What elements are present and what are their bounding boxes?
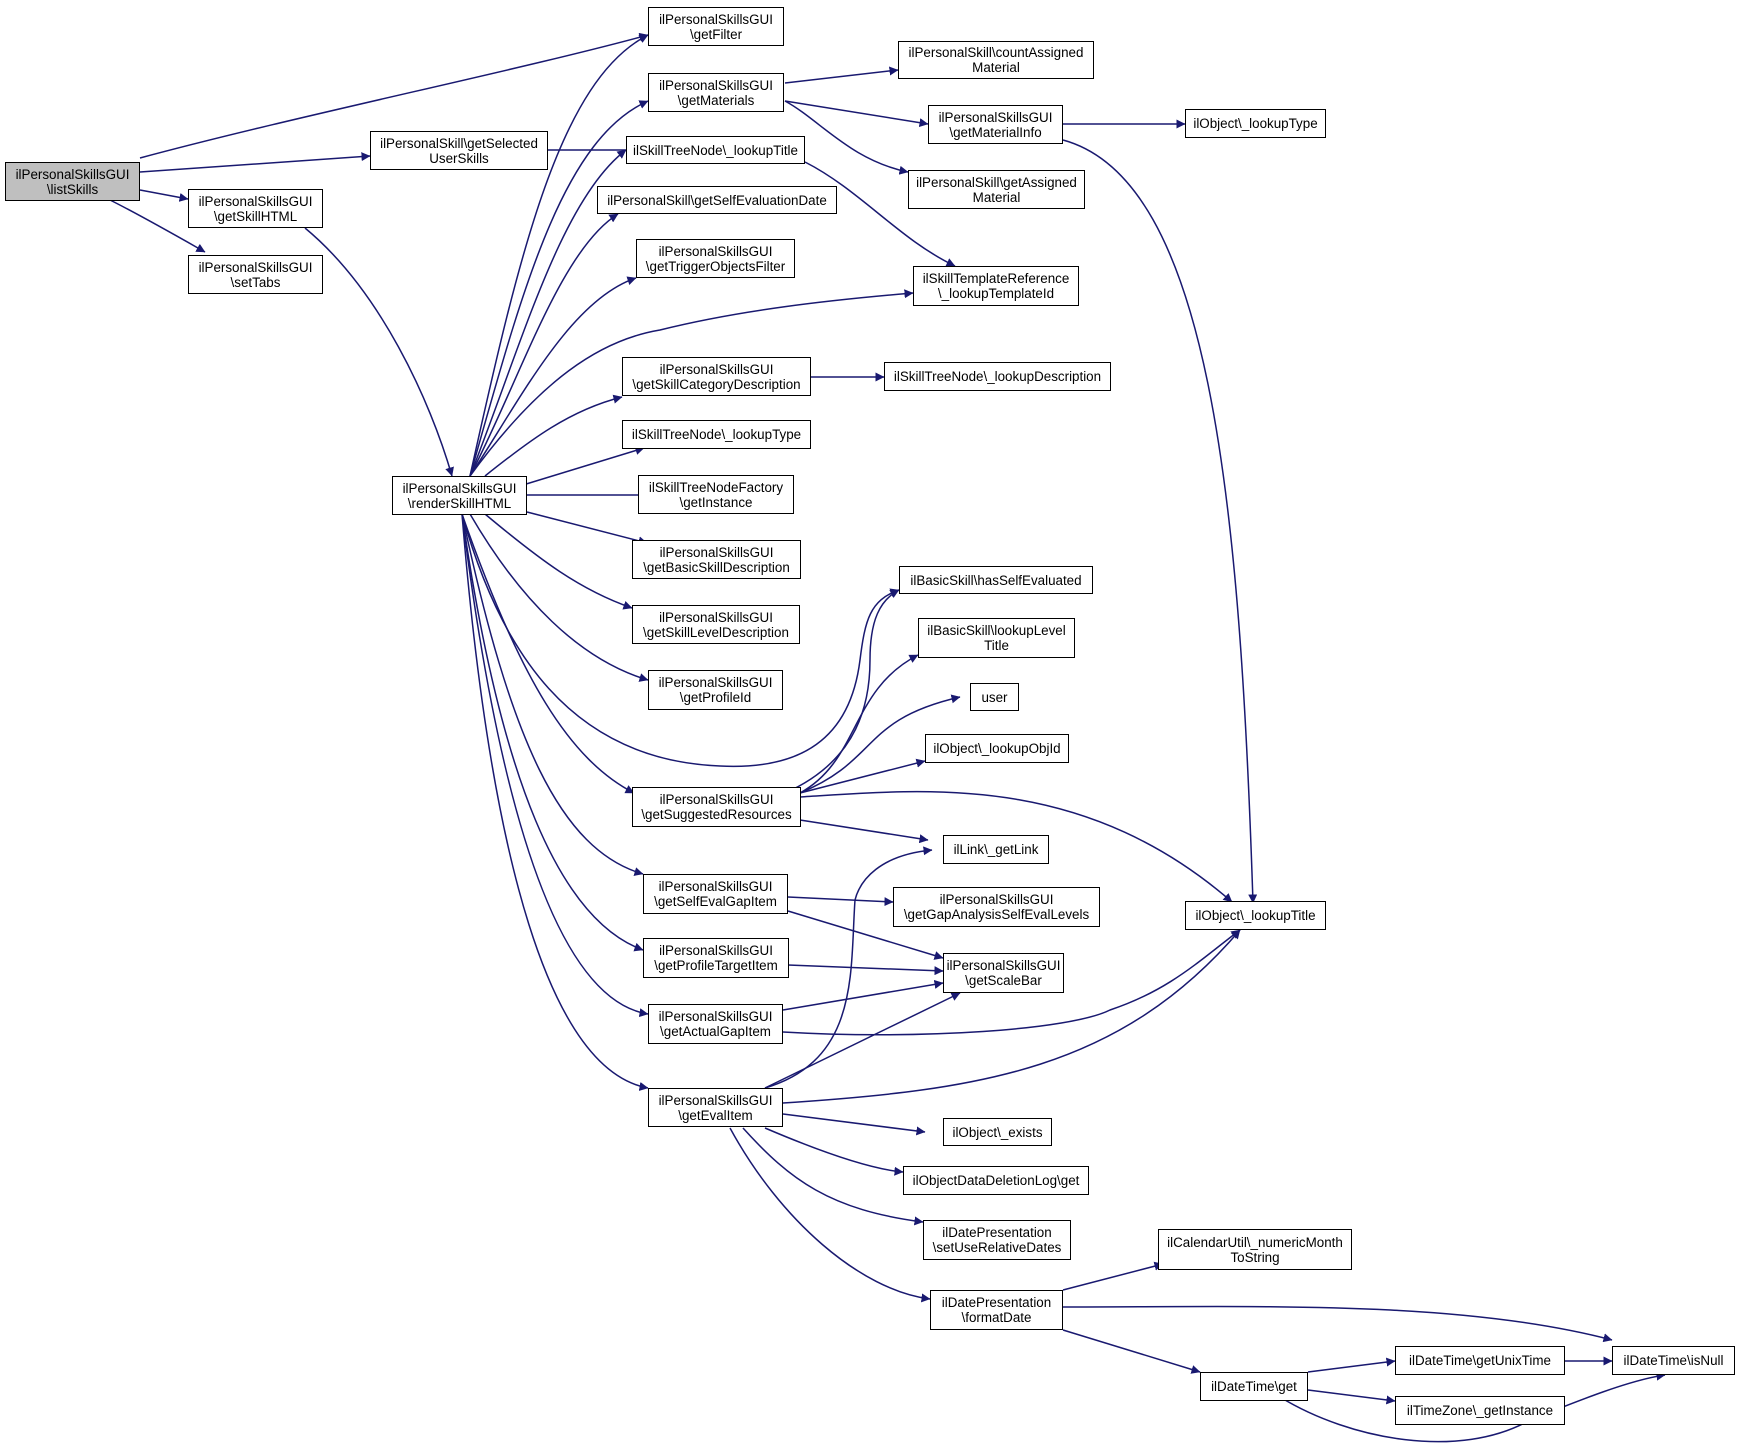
edge-selfGap-scaleBar: [787, 910, 944, 960]
node-numericMonth[interactable]: ilCalendarUtil\_numericMonth ToString: [1158, 1229, 1352, 1270]
node-dateTimeGet[interactable]: ilDateTime\get: [1200, 1372, 1308, 1401]
edge-render-getSelfEvaluationDate: [469, 213, 619, 477]
edge-formatDate-numericMonth: [1062, 1261, 1164, 1291]
node-getEvalItem[interactable]: ilPersonalSkillsGUI \getEvalItem: [648, 1088, 783, 1127]
node-lookupObjId[interactable]: ilObject\_lookupObjId: [925, 734, 1069, 763]
edge-evalItem-exists: [782, 1113, 926, 1136]
node-lookupLevelTitle[interactable]: ilBasicSkill\lookupLevel Title: [918, 618, 1075, 658]
edge-sugg-lookupObjId: [799, 758, 926, 794]
edge-sugg-lookupLevelTitle: [799, 654, 919, 794]
edge-render-getSkillLevelDescription: [484, 513, 633, 610]
node-tzGetInstance[interactable]: ilTimeZone\_getInstance: [1395, 1396, 1565, 1425]
edge-formatDate-dateTimeGet: [1062, 1329, 1201, 1374]
node-getSkillLevelDescription[interactable]: ilPersonalSkillsGUI \getSkillLevelDescri…: [632, 605, 800, 644]
node-getSelfEvaluationDate[interactable]: ilPersonalSkill\getSelfEvaluationDate: [597, 186, 837, 214]
node-user[interactable]: user: [970, 683, 1019, 711]
edge-getMaterialInfo-lookupTitleObj: [1062, 139, 1258, 904]
node-getMaterials[interactable]: ilPersonalSkillsGUI \getMaterials: [648, 73, 784, 112]
node-formatDate[interactable]: ilDatePresentation \formatDate: [930, 1290, 1063, 1330]
node-getBasicSkillDescription[interactable]: ilPersonalSkillsGUI \getBasicSkillDescri…: [632, 540, 801, 579]
edge-render-getProfileId: [469, 513, 649, 682]
node-lookupTemplateId[interactable]: ilSkillTemplateReference \_lookupTemplat…: [913, 266, 1079, 306]
node-getGapAnalysisSelfEvalLevels[interactable]: ilPersonalSkillsGUI \getGapAnalysisSelfE…: [893, 887, 1100, 927]
node-lookupTypeObj[interactable]: ilObject\_lookupType: [1185, 109, 1326, 138]
edge-evalItem-lookupTitleObj: [782, 929, 1241, 1104]
node-countAssignedMaterial[interactable]: ilPersonalSkill\countAssigned Material: [898, 41, 1094, 79]
edge-render-lookupTemplateId: [469, 289, 914, 477]
edge-dateTimeGet-tzGetInstance: [1307, 1389, 1396, 1405]
node-getAssignedMaterial[interactable]: ilPersonalSkill\getAssigned Material: [908, 170, 1085, 209]
edge-render-getSuggestedResources: [461, 513, 635, 794]
edge-formatDate-isNull: [1062, 1305, 1613, 1343]
edge-dateTimeGet-isNull: [1279, 1371, 1666, 1443]
edge-dateTimeGet-getUnixTime: [1307, 1357, 1396, 1373]
edge-listSkills-getSelectedUserSkills: [139, 152, 371, 173]
edge-render-getSkillCategoryDescription: [484, 394, 623, 477]
edge-getMaterials-getMaterialInfo: [784, 100, 929, 128]
edge-sugg-user: [799, 694, 961, 794]
edge-evalItem-setUseRelativeDates: [742, 1127, 924, 1226]
node-deletionLogGet[interactable]: ilObjectDataDeletionLog\get: [903, 1166, 1089, 1195]
node-listSkills[interactable]: ilPersonalSkillsGUI \listSkills: [5, 162, 140, 201]
edge-getSkillHTML-renderSkillHTML: [304, 227, 454, 477]
edge-render-getActualGapItem: [461, 513, 649, 1018]
node-renderSkillHTML[interactable]: ilPersonalSkillsGUI \renderSkillHTML: [392, 476, 527, 515]
edge-evalItem-formatDate: [729, 1127, 931, 1303]
node-lookupTitleObj[interactable]: ilObject\_lookupTitle: [1185, 901, 1326, 930]
node-hasSelfEvaluated[interactable]: ilBasicSkill\hasSelfEvaluated: [899, 566, 1093, 594]
edge-actualGap-scaleBar: [782, 979, 944, 1011]
edge-render-getMaterials: [469, 100, 649, 477]
node-getFilter[interactable]: ilPersonalSkillsGUI \getFilter: [648, 7, 784, 46]
node-getSkillHTML[interactable]: ilPersonalSkillsGUI \getSkillHTML: [188, 189, 323, 228]
edge-render-getSelfEvalGapItem: [461, 513, 644, 876]
edge-render-hasSelfEvaluated: [461, 513, 900, 768]
edge-listSkills-getFilter: [139, 32, 649, 159]
edge-listSkills-getSkillHTML: [139, 189, 189, 202]
edge-getMaterials-getAssignedMaterial: [784, 100, 909, 175]
node-getProfileId[interactable]: ilPersonalSkillsGUI \getProfileId: [648, 670, 783, 710]
edge-render-getProfileTargetItem: [461, 513, 644, 952]
edge-evalItem-getLink: [764, 846, 933, 1089]
node-getSelfEvalGapItem[interactable]: ilPersonalSkillsGUI \getSelfEvalGapItem: [643, 874, 788, 914]
node-setTabs[interactable]: ilPersonalSkillsGUI \setTabs: [188, 255, 323, 294]
edge-selfGap-gapAnalysis: [787, 896, 894, 907]
node-lookupTypeTree[interactable]: ilSkillTreeNode\_lookupType: [622, 420, 811, 449]
node-getSelectedUserSkills[interactable]: ilPersonalSkill\getSelected UserSkills: [370, 131, 548, 170]
node-getMaterialInfo[interactable]: ilPersonalSkillsGUI \getMaterialInfo: [928, 105, 1063, 144]
edge-render-getEvalItem: [461, 513, 649, 1091]
node-getLink[interactable]: ilLink\_getLink: [943, 835, 1049, 864]
edge-evalItem-deletionLog: [764, 1127, 904, 1176]
node-getScaleBar[interactable]: ilPersonalSkillsGUI \getScaleBar: [943, 953, 1064, 993]
node-lookupDescription[interactable]: ilSkillTreeNode\_lookupDescription: [884, 362, 1111, 391]
edge-render-getBasicSkillDescription: [526, 511, 648, 546]
edge-sugg-hasSelfEvaluated: [784, 589, 900, 794]
edge-sugg-lookupTitleObj: [799, 790, 1233, 903]
edge-getMaterials-countAssigned: [784, 66, 899, 84]
node-isNull[interactable]: ilDateTime\isNull: [1612, 1346, 1735, 1375]
node-exists[interactable]: ilObject\_exists: [943, 1118, 1052, 1146]
node-setUseRelativeDates[interactable]: ilDatePresentation \setUseRelativeDates: [923, 1220, 1071, 1260]
node-getSkillCategoryDescription[interactable]: ilPersonalSkillsGUI \getSkillCategoryDes…: [622, 357, 811, 396]
edge-actualGap-lookupTitleObj: [782, 929, 1241, 1036]
edge-sugg-getLink: [799, 819, 929, 844]
node-getActualGapItem[interactable]: ilPersonalSkillsGUI \getActualGapItem: [648, 1004, 783, 1044]
edge-evalItem-scaleBar: [764, 992, 961, 1089]
node-getUnixTime[interactable]: ilDateTime\getUnixTime: [1395, 1346, 1565, 1375]
node-getProfileTargetItem[interactable]: ilPersonalSkillsGUI \getProfileTargetIte…: [643, 938, 789, 978]
edge-listSkills-setTabs: [109, 199, 206, 253]
edge-lookupTitleTree-lookupTemplateId: [804, 161, 956, 267]
node-getSuggestedResources[interactable]: ilPersonalSkillsGUI \getSuggestedResourc…: [632, 787, 801, 827]
edge-render-getTriggerObjectsFilter: [469, 276, 637, 477]
edge-profTarget-scaleBar: [787, 964, 944, 976]
edge-render-lookupTitleTree: [469, 149, 627, 477]
node-getTriggerObjectsFilter[interactable]: ilPersonalSkillsGUI \getTriggerObjectsFi…: [636, 239, 795, 278]
node-getInstanceFactory[interactable]: ilSkillTreeNodeFactory \getInstance: [638, 475, 794, 514]
edge-render-getFilter: [469, 34, 649, 477]
node-lookupTitleTree[interactable]: ilSkillTreeNode\_lookupTitle: [626, 136, 805, 164]
